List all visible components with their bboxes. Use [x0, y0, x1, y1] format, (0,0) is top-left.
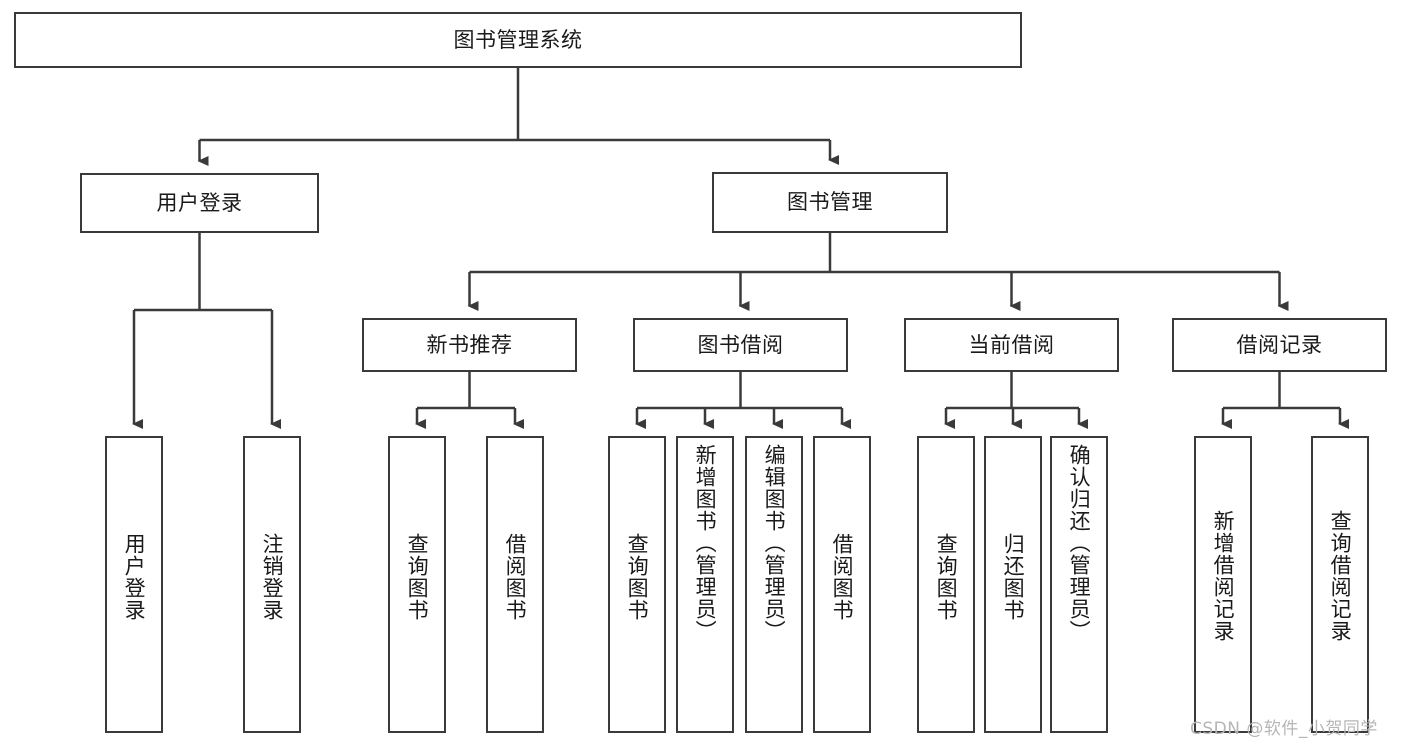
node-leaf-confirm[interactable]: 确认归还（管理员） — [1050, 436, 1108, 733]
node-label: 用户登录 — [156, 190, 243, 215]
node-root[interactable]: 图书管理系统 — [14, 12, 1022, 68]
node-leaf-query-rec[interactable]: 查询借阅记录 — [1311, 436, 1369, 733]
node-leaf-logout[interactable]: 注销登录 — [243, 436, 301, 733]
node-leaf-query-3[interactable]: 查询图书 — [917, 436, 975, 733]
node-leaf-add-rec[interactable]: 新增借阅记录 — [1194, 436, 1252, 733]
node-leaf-borrow-2[interactable]: 借阅图书 — [813, 436, 871, 733]
node-label: 新书推荐 — [426, 332, 513, 357]
node-label: 图书管理 — [787, 190, 873, 215]
node-label: 查询图书 — [934, 532, 959, 621]
node-book-borrow[interactable]: 图书借阅 — [633, 318, 848, 372]
node-book-manage[interactable]: 图书管理 — [712, 172, 948, 233]
node-label: 确认归还（管理员） — [1067, 444, 1092, 642]
node-leaf-user-login[interactable]: 用户登录 — [105, 436, 163, 733]
node-label: 借阅图书 — [830, 532, 855, 621]
node-leaf-add-book[interactable]: 新增图书（管理员） — [676, 436, 734, 733]
node-current-borrow[interactable]: 当前借阅 — [904, 318, 1119, 372]
node-label: 借阅记录 — [1236, 332, 1323, 357]
node-label: 归还图书 — [1001, 532, 1026, 621]
node-label: 查询图书 — [405, 532, 430, 621]
node-borrow-record[interactable]: 借阅记录 — [1172, 318, 1387, 372]
node-user-login[interactable]: 用户登录 — [80, 173, 319, 233]
node-leaf-edit-book[interactable]: 编辑图书（管理员） — [745, 436, 803, 733]
node-leaf-query-2[interactable]: 查询图书 — [608, 436, 666, 733]
node-leaf-return[interactable]: 归还图书 — [984, 436, 1042, 733]
node-label: 新增借阅记录 — [1211, 509, 1236, 642]
node-label: 当前借阅 — [968, 332, 1055, 357]
node-label: 用户登录 — [122, 532, 147, 621]
node-label: 查询借阅记录 — [1328, 509, 1353, 642]
node-label: 新增图书（管理员） — [693, 444, 718, 642]
node-label: 编辑图书（管理员） — [762, 444, 787, 642]
node-new-book-rec[interactable]: 新书推荐 — [362, 318, 577, 372]
node-label: 借阅图书 — [503, 532, 528, 621]
node-leaf-borrow-1[interactable]: 借阅图书 — [486, 436, 544, 733]
watermark-label: CSDN @软件_小贺同学 — [1190, 719, 1378, 739]
node-label: 注销登录 — [260, 532, 285, 621]
node-label: 图书借阅 — [697, 332, 784, 357]
node-leaf-query-1[interactable]: 查询图书 — [388, 436, 446, 733]
node-label: 图书管理系统 — [453, 27, 583, 52]
node-label: 查询图书 — [625, 532, 650, 621]
